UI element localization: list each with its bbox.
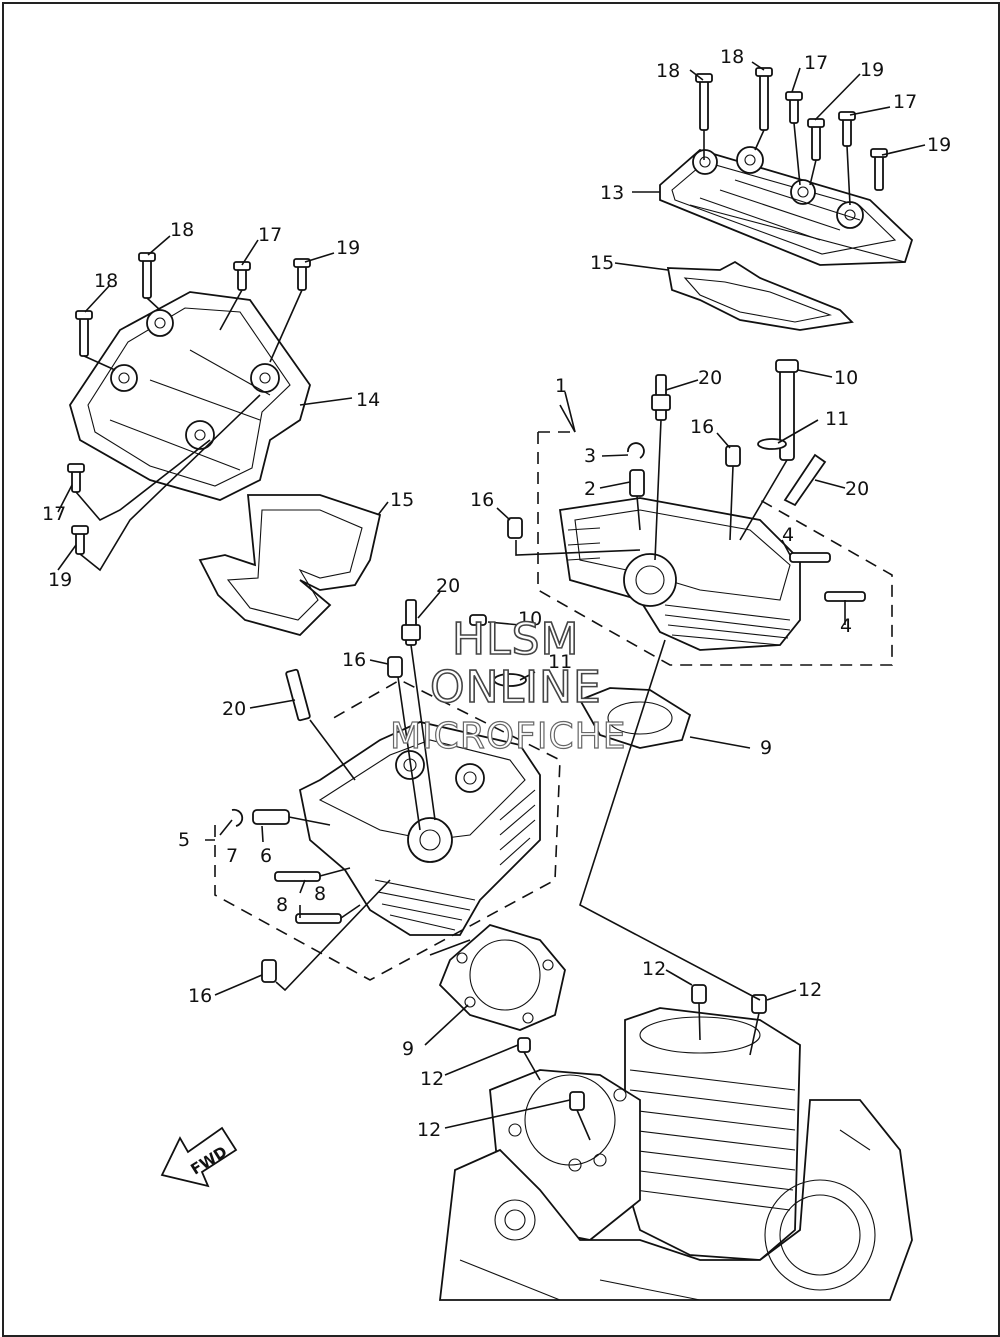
rear-rocker-cover xyxy=(659,146,914,266)
callout-6: 6 xyxy=(260,845,272,867)
rear-head-gasket xyxy=(578,687,692,749)
rear-rocker-gasket xyxy=(666,260,854,331)
front-rocker-cover xyxy=(69,291,311,501)
callout-20: 20 xyxy=(845,478,869,500)
callout-14: 14 xyxy=(356,389,380,411)
rear-alignment-line xyxy=(579,639,761,1001)
callout-1: 1 xyxy=(555,375,567,397)
crankcase xyxy=(438,1099,913,1301)
callout-8: 8 xyxy=(314,883,326,905)
leader-lines xyxy=(57,61,926,1129)
callout-15: 15 xyxy=(390,489,414,511)
callout-10: 10 xyxy=(518,608,542,630)
callout-12: 12 xyxy=(798,979,822,1001)
callout-9: 9 xyxy=(402,1038,414,1060)
callout-12: 12 xyxy=(420,1068,444,1090)
callout-17: 17 xyxy=(893,91,917,113)
watermark-line-1: HLSM xyxy=(452,614,580,665)
callout-3: 3 xyxy=(584,445,596,467)
callout-19: 19 xyxy=(336,237,360,259)
callout-11: 11 xyxy=(825,408,849,430)
callout-18: 18 xyxy=(94,270,118,292)
callout-19: 19 xyxy=(860,59,884,81)
rear-head-dashed-box xyxy=(537,431,893,666)
front-rocker-gasket xyxy=(198,494,382,637)
callout-12: 12 xyxy=(642,958,666,980)
callout-16: 16 xyxy=(470,489,494,511)
callout-17: 17 xyxy=(804,52,828,74)
callout-10: 10 xyxy=(834,367,858,389)
callout-16: 16 xyxy=(342,649,366,671)
watermark: HLSM ONLINE MICROFICHE xyxy=(389,613,626,757)
callout-4: 4 xyxy=(782,524,794,546)
rear-cylinder xyxy=(624,1007,801,1261)
callout-19: 19 xyxy=(48,569,72,591)
rear-head-small-parts xyxy=(507,359,866,602)
callout-17: 17 xyxy=(258,224,282,246)
callout-19: 19 xyxy=(927,134,951,156)
front-head-gasket xyxy=(438,923,566,1031)
callout-20: 20 xyxy=(222,698,246,720)
callout-18: 18 xyxy=(656,60,680,82)
callout-15: 15 xyxy=(590,252,614,274)
callout-9: 9 xyxy=(760,737,772,759)
callout-2: 2 xyxy=(584,478,596,500)
watermark-line-3: MICROFICHE xyxy=(390,716,626,757)
front-head-small-parts xyxy=(231,599,527,992)
watermark-line-2: ONLINE xyxy=(430,662,602,713)
callout-17: 17 xyxy=(42,503,66,525)
callout-13: 13 xyxy=(600,182,624,204)
rear-cylinder-head xyxy=(558,497,801,651)
callout-7: 7 xyxy=(226,845,238,867)
callout-20: 20 xyxy=(698,367,722,389)
callout-18: 18 xyxy=(720,46,744,68)
callout-labels: 18 18 17 19 17 19 13 15 18 17 19 18 14 1… xyxy=(42,46,951,1141)
callout-16: 16 xyxy=(690,416,714,438)
front-alignment-line xyxy=(429,939,471,956)
front-head-dashed-box xyxy=(214,679,561,981)
fwd-arrow: FWD xyxy=(160,1126,238,1188)
callout-4: 4 xyxy=(840,615,852,637)
front-cover-bolts xyxy=(67,252,311,572)
callout-20: 20 xyxy=(436,575,460,597)
callout-5: 5 xyxy=(178,829,190,851)
callout-16: 16 xyxy=(188,985,212,1007)
cylinder-dowels xyxy=(517,984,767,1141)
callout-12: 12 xyxy=(417,1119,441,1141)
callout-8: 8 xyxy=(276,894,288,916)
callout-11: 11 xyxy=(548,651,572,673)
callout-18: 18 xyxy=(170,219,194,241)
